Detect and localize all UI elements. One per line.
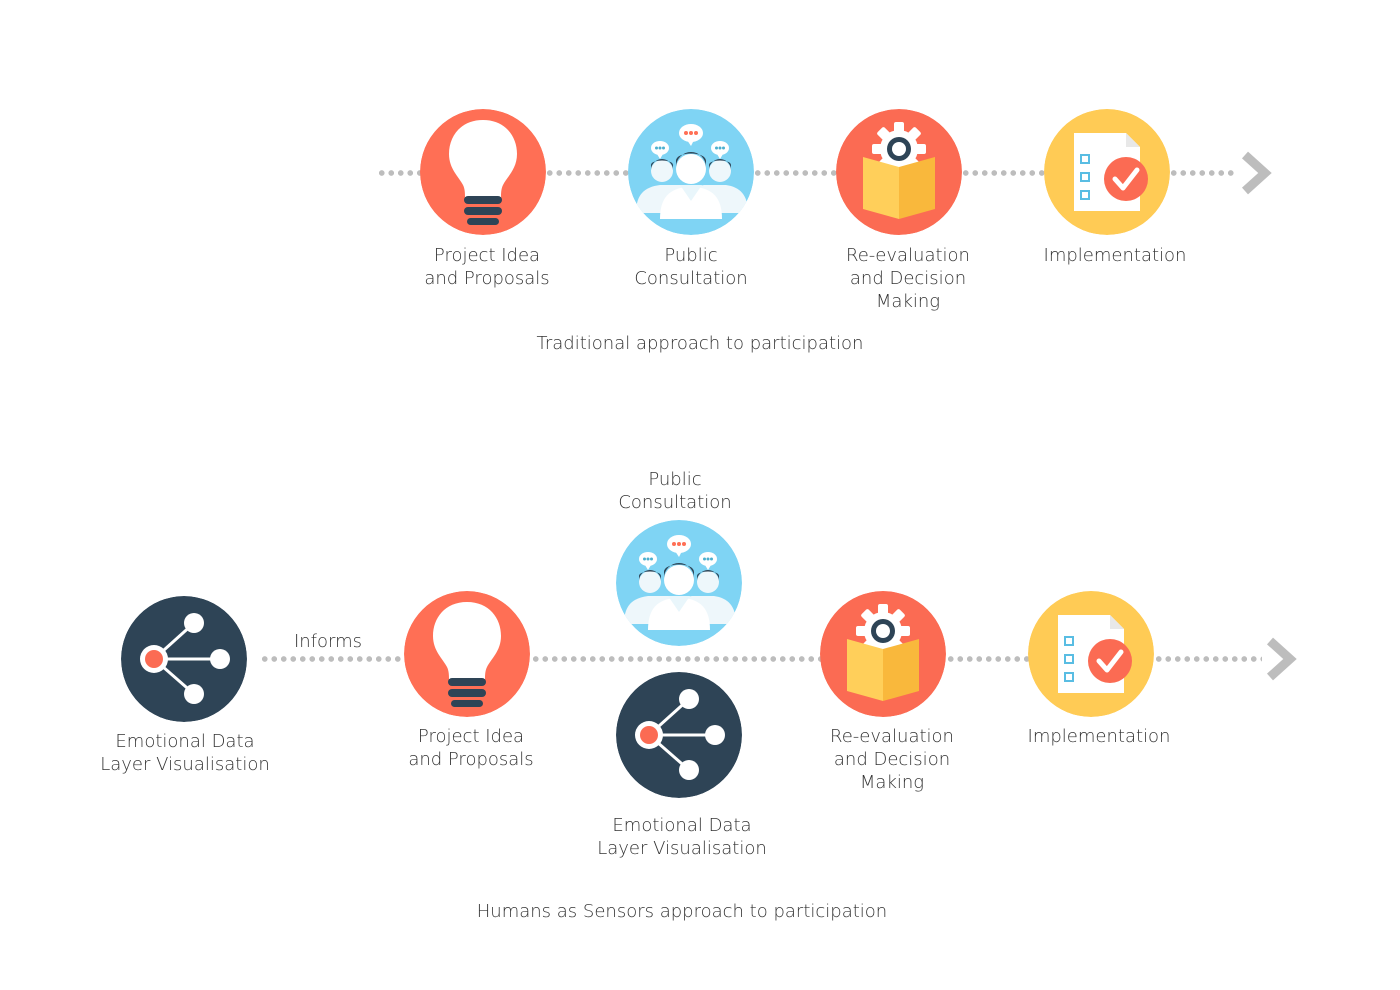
connector-dots <box>753 170 837 176</box>
traditional-caption: Traditional approach to participation <box>536 333 864 354</box>
connector-dots <box>260 656 405 662</box>
step-label-emotional-data: Emotional Data Layer Visualisation <box>100 731 270 775</box>
step-label-public-consultation: Public Consultation <box>618 469 732 513</box>
connector-dots <box>1169 170 1237 176</box>
step-label-emotional-data-branch: Emotional Data Layer Visualisation <box>597 815 767 859</box>
step-label-public-consultation: Public Consultation <box>634 245 748 289</box>
chevron-right-icon <box>1240 151 1272 195</box>
connector-dots <box>377 170 421 176</box>
connector-dots <box>946 656 1030 662</box>
share-network-icon <box>616 672 742 798</box>
informs-label: Informs <box>293 631 363 652</box>
chevron-right-icon <box>1265 637 1297 681</box>
connector-dots <box>1154 656 1262 662</box>
people-chat-icon <box>616 520 742 646</box>
step-label-implementation: Implementation <box>1027 726 1171 747</box>
gear-book-icon <box>836 109 962 235</box>
step-label-implementation: Implementation <box>1043 245 1187 266</box>
step-label-re-evaluation: Re-evaluation and Decision Making <box>830 726 954 793</box>
gear-book-icon <box>820 591 946 717</box>
people-chat-icon <box>628 109 754 235</box>
connector-dots <box>545 170 629 176</box>
step-label-project-idea: Project Idea and Proposals <box>424 245 550 289</box>
connector-dots <box>531 656 821 662</box>
step-label-re-evaluation: Re-evaluation and Decision Making <box>846 245 970 312</box>
lightbulb-icon <box>404 591 530 717</box>
sensors-caption: Humans as Sensors approach to participat… <box>476 901 888 922</box>
checklist-icon <box>1044 109 1170 235</box>
lightbulb-icon <box>420 109 546 235</box>
connector-dots <box>961 170 1045 176</box>
checklist-icon <box>1028 591 1154 717</box>
share-network-icon <box>121 596 247 722</box>
step-label-project-idea: Project Idea and Proposals <box>408 726 534 770</box>
